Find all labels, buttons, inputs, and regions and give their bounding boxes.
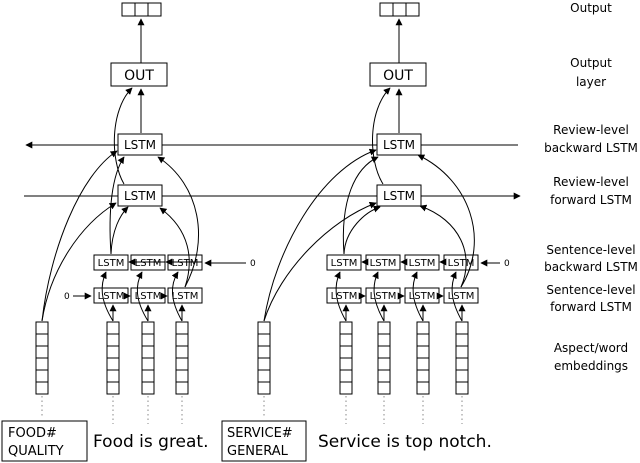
svg-text:LSTM: LSTM — [135, 258, 162, 269]
label-review-backward: Review-level backward LSTM — [544, 123, 638, 155]
svg-text:LSTM: LSTM — [124, 189, 156, 203]
svg-text:LSTM: LSTM — [98, 258, 125, 269]
svg-text:OUT: OUT — [383, 68, 413, 84]
zero-input-backward-right: 0 — [504, 259, 510, 269]
aspect-embedding-left — [35, 321, 49, 395]
label-sentence-backward: Sentence-level backward LSTM — [544, 243, 638, 274]
out-box-right: OUT — [369, 62, 427, 87]
word-embedding-left-2 — [141, 321, 155, 395]
svg-text:LSTM: LSTM — [409, 258, 436, 269]
svg-text:backward LSTM: backward LSTM — [544, 260, 638, 274]
svg-text:backward LSTM: backward LSTM — [544, 141, 638, 155]
svg-text:LSTM: LSTM — [124, 138, 156, 152]
svg-text:Sentence-level: Sentence-level — [546, 243, 635, 257]
svg-text:LSTM: LSTM — [448, 291, 475, 302]
sentence-backward-row-right: LSTM LSTM LSTM LSTM — [326, 254, 479, 271]
svg-text:layer: layer — [576, 75, 606, 89]
svg-text:LSTM: LSTM — [331, 291, 358, 302]
svg-text:Aspect/word: Aspect/word — [554, 341, 628, 355]
svg-text:SERVICE#: SERVICE# — [227, 426, 293, 441]
review-forward-lstm-left: LSTM — [117, 184, 163, 207]
svg-text:FOOD#: FOOD# — [8, 426, 57, 441]
word-embedding-right-4 — [455, 321, 469, 395]
sentence-text-left: Food is great. — [93, 432, 209, 452]
svg-text:Sentence-level: Sentence-level — [546, 283, 635, 297]
svg-text:LSTM: LSTM — [383, 189, 415, 203]
label-embeddings: Aspect/word embeddings — [554, 341, 628, 373]
out-box-left: OUT — [110, 62, 168, 87]
output-vector-right — [379, 2, 420, 17]
output-vector-left — [121, 2, 162, 17]
zero-input-backward-left: 0 — [250, 259, 256, 269]
svg-text:LSTM: LSTM — [172, 291, 199, 302]
word-embedding-left-3 — [175, 321, 189, 395]
review-backward-lstm-right: LSTM — [376, 133, 422, 156]
aspect-box-left: FOOD# QUALITY — [1, 420, 88, 462]
svg-text:Review-level: Review-level — [553, 123, 629, 137]
svg-text:LSTM: LSTM — [172, 258, 199, 269]
svg-text:LSTM: LSTM — [98, 291, 125, 302]
label-review-forward: Review-level forward LSTM — [550, 175, 632, 207]
svg-text:GENERAL: GENERAL — [227, 444, 289, 459]
review-forward-lstm-right: LSTM — [376, 184, 422, 207]
word-embedding-right-2 — [377, 321, 391, 395]
sentence-forward-row-left: LSTM LSTM LSTM — [93, 287, 203, 304]
word-embedding-right-1 — [339, 321, 353, 395]
svg-text:OUT: OUT — [124, 68, 154, 84]
svg-text:embeddings: embeddings — [554, 359, 628, 373]
sentence-text-right: Service is top notch. — [318, 432, 492, 452]
svg-text:LSTM: LSTM — [383, 138, 415, 152]
svg-text:LSTM: LSTM — [409, 291, 436, 302]
svg-text:LSTM: LSTM — [370, 291, 397, 302]
label-output: Output — [570, 1, 612, 15]
label-output-layer: Output layer — [570, 56, 612, 89]
aspect-embedding-right — [257, 321, 271, 395]
svg-text:Review-level: Review-level — [553, 175, 629, 189]
svg-text:LSTM: LSTM — [135, 291, 162, 302]
svg-text:Output: Output — [570, 1, 612, 15]
aspect-box-right: SERVICE# GENERAL — [221, 420, 307, 462]
svg-text:QUALITY: QUALITY — [8, 444, 64, 459]
svg-text:Output: Output — [570, 56, 612, 70]
word-embedding-left-1 — [106, 321, 120, 395]
zero-input-forward-left: 0 — [64, 292, 70, 302]
svg-text:forward LSTM: forward LSTM — [550, 300, 632, 314]
svg-text:forward LSTM: forward LSTM — [550, 193, 632, 207]
word-embedding-right-3 — [416, 321, 430, 395]
svg-text:LSTM: LSTM — [331, 258, 358, 269]
svg-text:LSTM: LSTM — [370, 258, 397, 269]
svg-text:LSTM: LSTM — [448, 258, 475, 269]
label-sentence-forward: Sentence-level forward LSTM — [546, 283, 635, 314]
review-backward-lstm-left: LSTM — [117, 133, 163, 156]
